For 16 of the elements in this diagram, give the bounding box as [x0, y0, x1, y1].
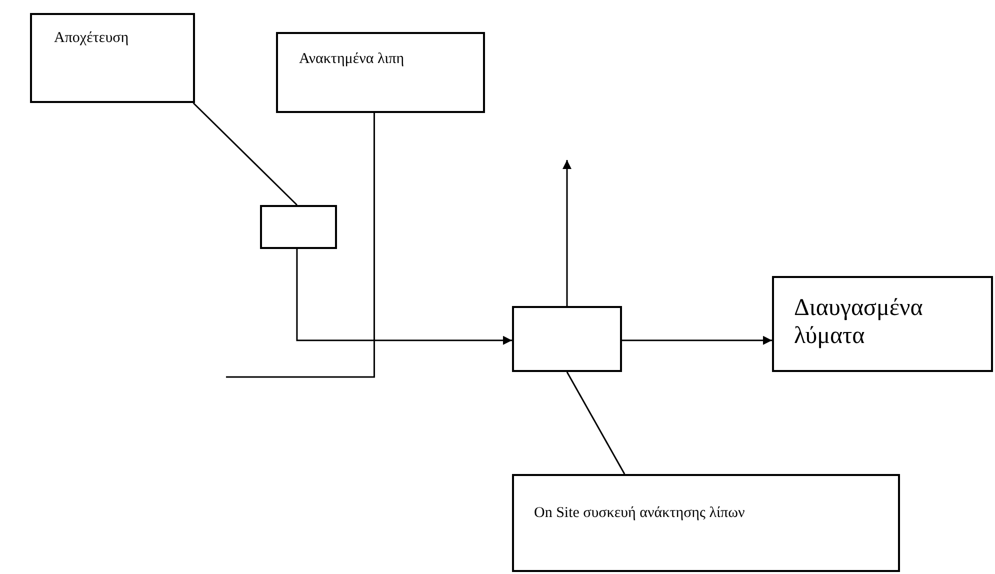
- box-label: Διαυγασμένα λύματα: [794, 294, 924, 350]
- text-box: [512, 474, 900, 572]
- box-label: Ανακτημένα λιπη: [299, 50, 406, 69]
- arrow: [296, 249, 512, 345]
- text-box: [30, 13, 195, 103]
- text-box: [772, 276, 993, 372]
- box-label: Αποχέτευση: [54, 29, 130, 47]
- connector-line: [192, 102, 298, 206]
- arrow: [622, 336, 772, 345]
- connector-line: [226, 113, 375, 378]
- empty-process-box: [512, 306, 622, 372]
- text-box: [276, 32, 485, 113]
- box-label: On Site συσκευή ανάκτησης λίπων: [534, 504, 746, 522]
- connector-line: [566, 372, 626, 474]
- empty-process-box: [260, 205, 337, 249]
- arrow: [562, 160, 572, 306]
